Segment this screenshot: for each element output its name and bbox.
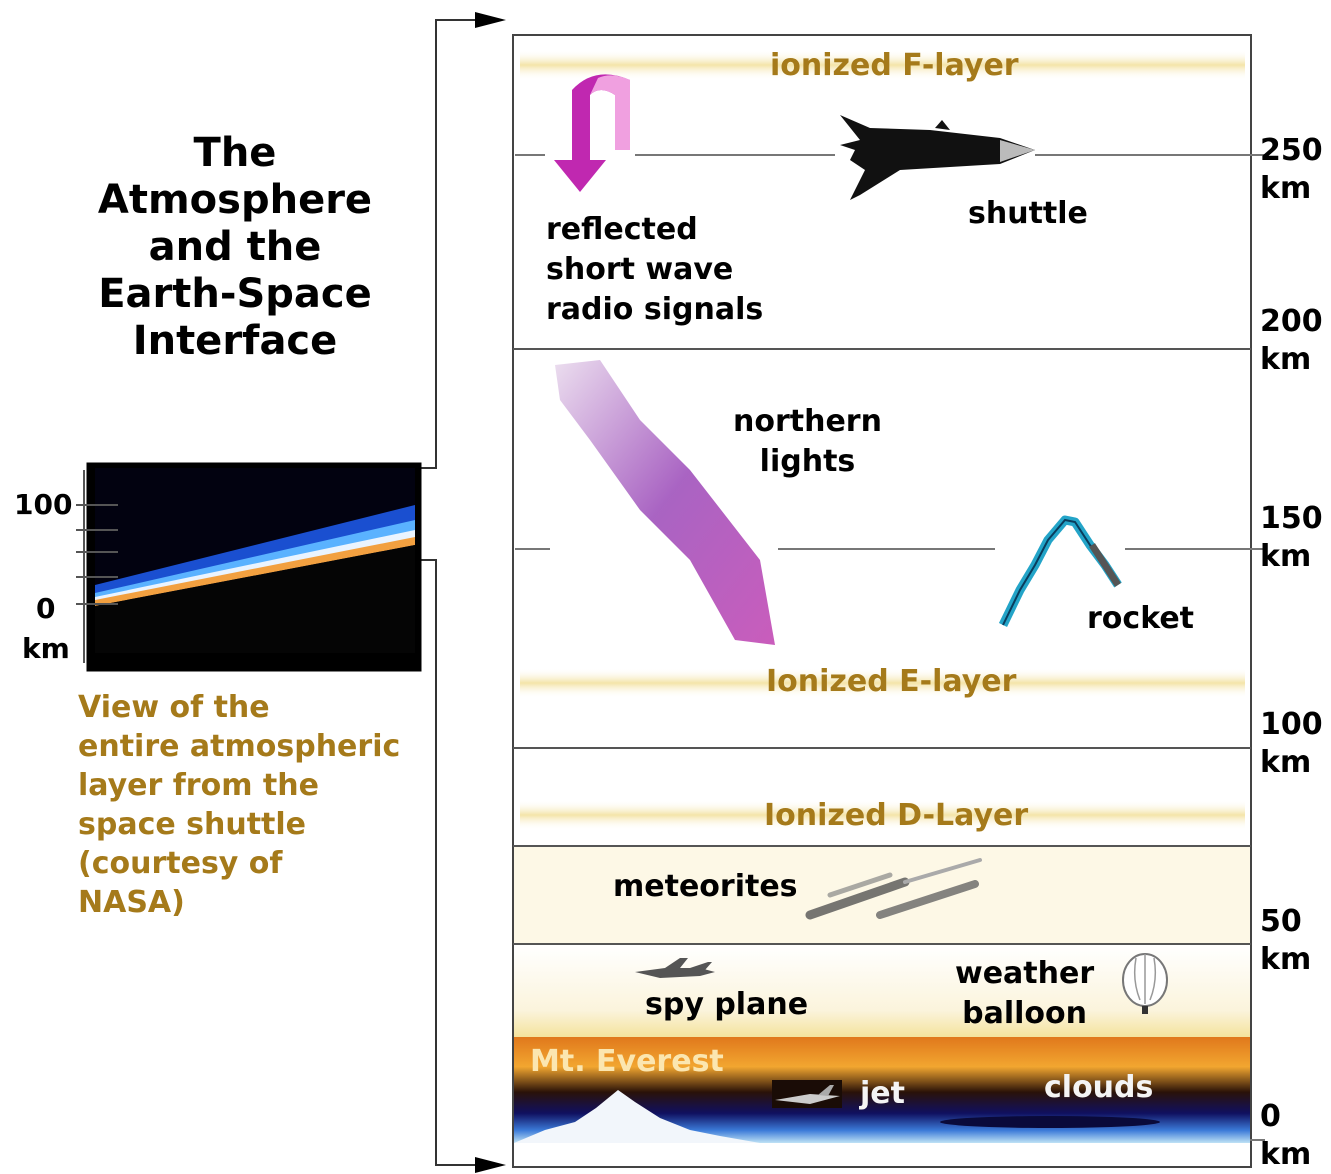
jet-icon	[772, 1080, 842, 1108]
altitude-100: 100 km	[1260, 707, 1323, 780]
altitude-0: 0 km	[1260, 1099, 1312, 1172]
inset-tick-100: 100	[14, 488, 73, 521]
shuttle-label: shuttle	[968, 196, 1088, 231]
clouds-label: clouds	[1044, 1070, 1154, 1105]
spy-plane-icon	[635, 958, 715, 978]
northern-lights-shape	[555, 360, 775, 645]
page-title: The Atmosphere and the Earth-Space Inter…	[97, 130, 373, 364]
shuttle-icon	[840, 115, 1035, 200]
meteorites-label: meteorites	[613, 869, 798, 904]
spy-plane-label: spy plane	[645, 987, 809, 1022]
altitude-150: 150 km	[1260, 501, 1323, 574]
altitude-50: 50 km	[1260, 904, 1312, 977]
inset-ticks	[76, 470, 118, 663]
rocket-icon	[998, 515, 1122, 627]
radio-arrow-icon	[554, 74, 630, 192]
f-layer-label: ionized F-layer	[770, 48, 1019, 83]
mt-everest-shape	[514, 1090, 760, 1143]
meteorites-icon	[805, 858, 982, 920]
arrow-top	[475, 12, 506, 28]
inset-photo	[86, 462, 422, 672]
weather-balloon-icon	[1122, 953, 1168, 1014]
connector-lines	[415, 19, 490, 1166]
inset-caption: View of the entire atmospheric layer fro…	[78, 690, 401, 920]
weather-balloon-label: weather balloon	[955, 956, 1095, 1031]
cloud-shape	[940, 1116, 1160, 1128]
northern-lights-label: northern lights	[733, 404, 882, 479]
inset-tick-0: 0	[36, 592, 56, 625]
altitude-200: 200 km	[1260, 304, 1323, 377]
inset-tick-unit: km	[22, 632, 70, 665]
d-layer-label: Ionized D-Layer	[764, 798, 1029, 833]
everest-label: Mt. Everest	[530, 1044, 724, 1079]
jet-label: jet	[860, 1076, 905, 1111]
rocket-label: rocket	[1087, 601, 1195, 636]
arrow-bottom	[475, 1157, 506, 1173]
radio-signals-label: reflected short wave radio signals	[546, 212, 764, 327]
altitude-250: 250 km	[1260, 133, 1323, 206]
e-layer-label: Ionized E-layer	[766, 664, 1017, 699]
